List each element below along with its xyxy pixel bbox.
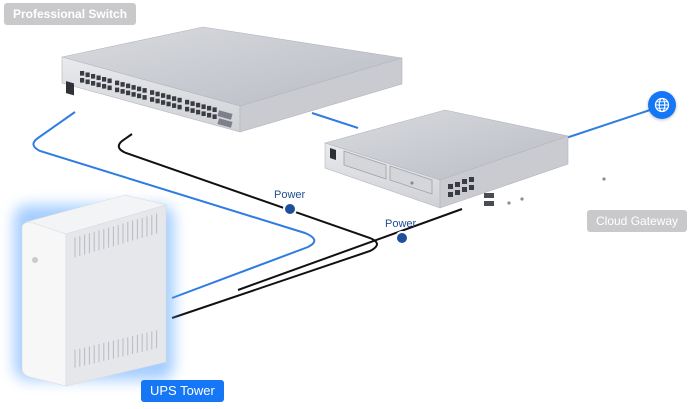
- switch-port: [80, 78, 85, 83]
- switch-port: [185, 106, 190, 112]
- globe-icon: [654, 97, 670, 113]
- switch-port: [166, 94, 171, 100]
- power-cable-gateway: [237, 208, 463, 291]
- switch-port: [161, 93, 166, 98]
- switch-port: [207, 105, 212, 111]
- switch-port: [212, 107, 217, 112]
- data-cable-gateway-internet: [559, 109, 651, 141]
- ups-tower: [14, 194, 174, 387]
- switch-port: [177, 97, 182, 103]
- internet-button[interactable]: [648, 91, 676, 119]
- switch-port: [85, 72, 90, 78]
- power-label: Power: [274, 189, 306, 201]
- switch-port: [190, 108, 195, 113]
- switch-port: [91, 81, 96, 86]
- switch-label: Professional Switch: [4, 3, 137, 25]
- data-cable-switch-gateway: [311, 112, 359, 129]
- switch-port: [96, 82, 101, 88]
- switch-port: [212, 114, 217, 119]
- switch-port: [107, 85, 112, 91]
- power-connector-dot: [395, 231, 409, 245]
- switch-port: [107, 78, 112, 84]
- switch-port: [137, 86, 142, 92]
- switch-port: [80, 71, 85, 76]
- power-cable-switch: [117, 133, 378, 319]
- switch-port: [177, 104, 182, 110]
- switch-port: [150, 97, 155, 102]
- switch-port: [190, 101, 195, 106]
- switch-port: [120, 82, 125, 87]
- switch-port: [120, 89, 125, 94]
- switch-port: [185, 99, 190, 105]
- switch-port: [161, 100, 166, 105]
- data-cable-switch-ups: [32, 111, 316, 299]
- switch-port: [201, 111, 206, 116]
- switch-port: [131, 92, 136, 97]
- switch-port: [102, 77, 107, 82]
- switch-port: [102, 84, 107, 89]
- gateway-label: Cloud Gateway: [587, 210, 688, 232]
- power-label: Power: [385, 218, 417, 230]
- switch-port: [155, 91, 160, 97]
- switch-port: [85, 79, 90, 85]
- switch-port-array: [80, 71, 217, 119]
- switch-port: [115, 87, 120, 93]
- ups-label: UPS Tower: [141, 380, 224, 402]
- power-connector-dot: [283, 202, 297, 216]
- switch-port: [155, 98, 160, 104]
- switch-port: [115, 80, 120, 86]
- cloud-gateway: [323, 109, 606, 209]
- switch-port: [201, 104, 206, 109]
- switch-port: [196, 109, 201, 115]
- switch-port: [131, 85, 136, 90]
- switch-port: [172, 96, 177, 101]
- switch-port: [196, 102, 201, 108]
- switch-port: [137, 93, 142, 99]
- switch-port: [142, 95, 147, 100]
- professional-switch: [61, 26, 403, 133]
- switch-port: [166, 101, 171, 107]
- switch-port: [126, 83, 131, 89]
- switch-port: [91, 74, 96, 79]
- switch-port: [96, 75, 101, 81]
- switch-port: [126, 90, 131, 96]
- switch-port: [207, 112, 212, 118]
- switch-port: [142, 88, 147, 93]
- switch-port: [150, 90, 155, 95]
- switch-port: [172, 103, 177, 108]
